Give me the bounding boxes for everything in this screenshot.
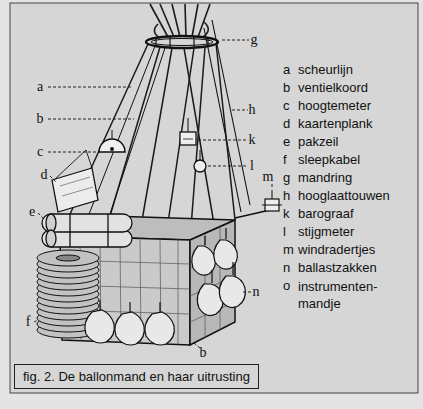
callout-letter: k — [249, 133, 256, 147]
key-term: instrumenten- mandje — [298, 279, 394, 313]
packing-cloth-rolls — [42, 214, 132, 247]
key-letter: m — [283, 243, 294, 256]
altimeter — [99, 130, 125, 152]
key-term: hooglaattouwen — [298, 189, 390, 202]
ballast-bags — [85, 228, 246, 345]
key-letter: a — [283, 63, 290, 76]
key-term: stijgmeter — [298, 225, 354, 238]
key-term: scheurlijn — [298, 63, 353, 76]
key-letter: l — [283, 225, 286, 238]
key-letter: n — [283, 261, 290, 274]
callout-letter: b — [37, 112, 44, 126]
callout-letter: g — [251, 33, 258, 47]
wind-vanes — [235, 190, 282, 218]
load-ropes — [150, 4, 210, 38]
key-letter: h — [283, 189, 290, 202]
key-letter: c — [283, 99, 290, 112]
figure-caption: fig. 2. De ballonmand en haar uitrusting — [14, 364, 259, 389]
figure-panel — [10, 3, 418, 393]
key-term: sleepkabel — [298, 153, 360, 166]
key-term: barograaf — [298, 207, 354, 220]
key-letter: k — [283, 207, 290, 220]
suspension-ropes — [60, 43, 235, 240]
barograph — [180, 118, 196, 145]
key-term: pakzeil — [298, 135, 338, 148]
key-term: ballastzakken — [298, 261, 377, 274]
key-letter: g — [283, 171, 290, 184]
callout-letter: f — [26, 315, 31, 329]
callout-letter: a — [37, 80, 43, 94]
callout-letter: n — [253, 285, 260, 299]
map-board — [52, 150, 98, 212]
key-letter: f — [283, 153, 287, 166]
callout-letter: d — [41, 168, 48, 182]
key-term: hoogtemeter — [298, 99, 371, 112]
trail-ropes — [204, 20, 250, 212]
key-letter: d — [283, 117, 290, 130]
key-term: kaartenplank — [298, 117, 372, 130]
callout-letter: b — [200, 346, 207, 360]
key-letter: b — [283, 81, 290, 94]
key-term: ventielkoord — [298, 81, 368, 94]
callout-letter: c — [37, 145, 43, 159]
rip-line — [82, 46, 155, 232]
key-term: windradertjes — [298, 243, 375, 256]
key-letter: o — [283, 279, 290, 292]
key-letter: e — [283, 135, 290, 148]
leader-lines — [34, 40, 272, 348]
callout-letter: e — [29, 205, 35, 219]
callout-letter: m — [263, 170, 274, 184]
key-term: mandring — [298, 171, 352, 184]
variometer — [194, 150, 206, 172]
callout-letter: l — [250, 159, 254, 173]
callout-letter: h — [249, 103, 256, 117]
